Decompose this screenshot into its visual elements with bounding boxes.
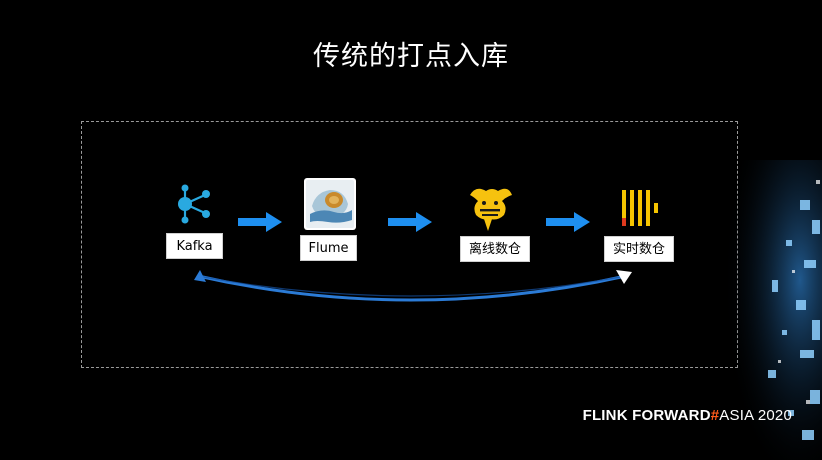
arrow-kafka-to-flume xyxy=(238,212,282,232)
kafka-icon xyxy=(178,184,210,224)
flume-icon xyxy=(304,178,356,230)
brand-asia: ASIA 2020 xyxy=(719,407,792,424)
brand-hash: # xyxy=(710,407,720,424)
clickhouse-icon xyxy=(622,190,658,226)
brand-forward: FORWARD xyxy=(632,407,711,424)
node-label-clickhouse: 实时数仓 xyxy=(604,236,674,262)
arrow-hive-to-clickhouse xyxy=(546,212,590,232)
node-label-flume: Flume xyxy=(300,235,357,261)
slide-title: 传统的打点入库 xyxy=(313,41,509,72)
brand-logo-text: FLINK FORWARD#ASIA 2020 xyxy=(583,407,792,424)
node-label-hive: 离线数仓 xyxy=(460,236,530,262)
brand-flink: FLINK xyxy=(582,407,628,424)
arrow-flume-to-hive xyxy=(388,212,432,232)
decorative-glow-pattern xyxy=(712,160,822,460)
node-label-kafka: Kafka xyxy=(166,233,223,259)
arrow-kafka-to-clickhouse-arc xyxy=(194,270,632,302)
hive-icon xyxy=(470,188,512,231)
